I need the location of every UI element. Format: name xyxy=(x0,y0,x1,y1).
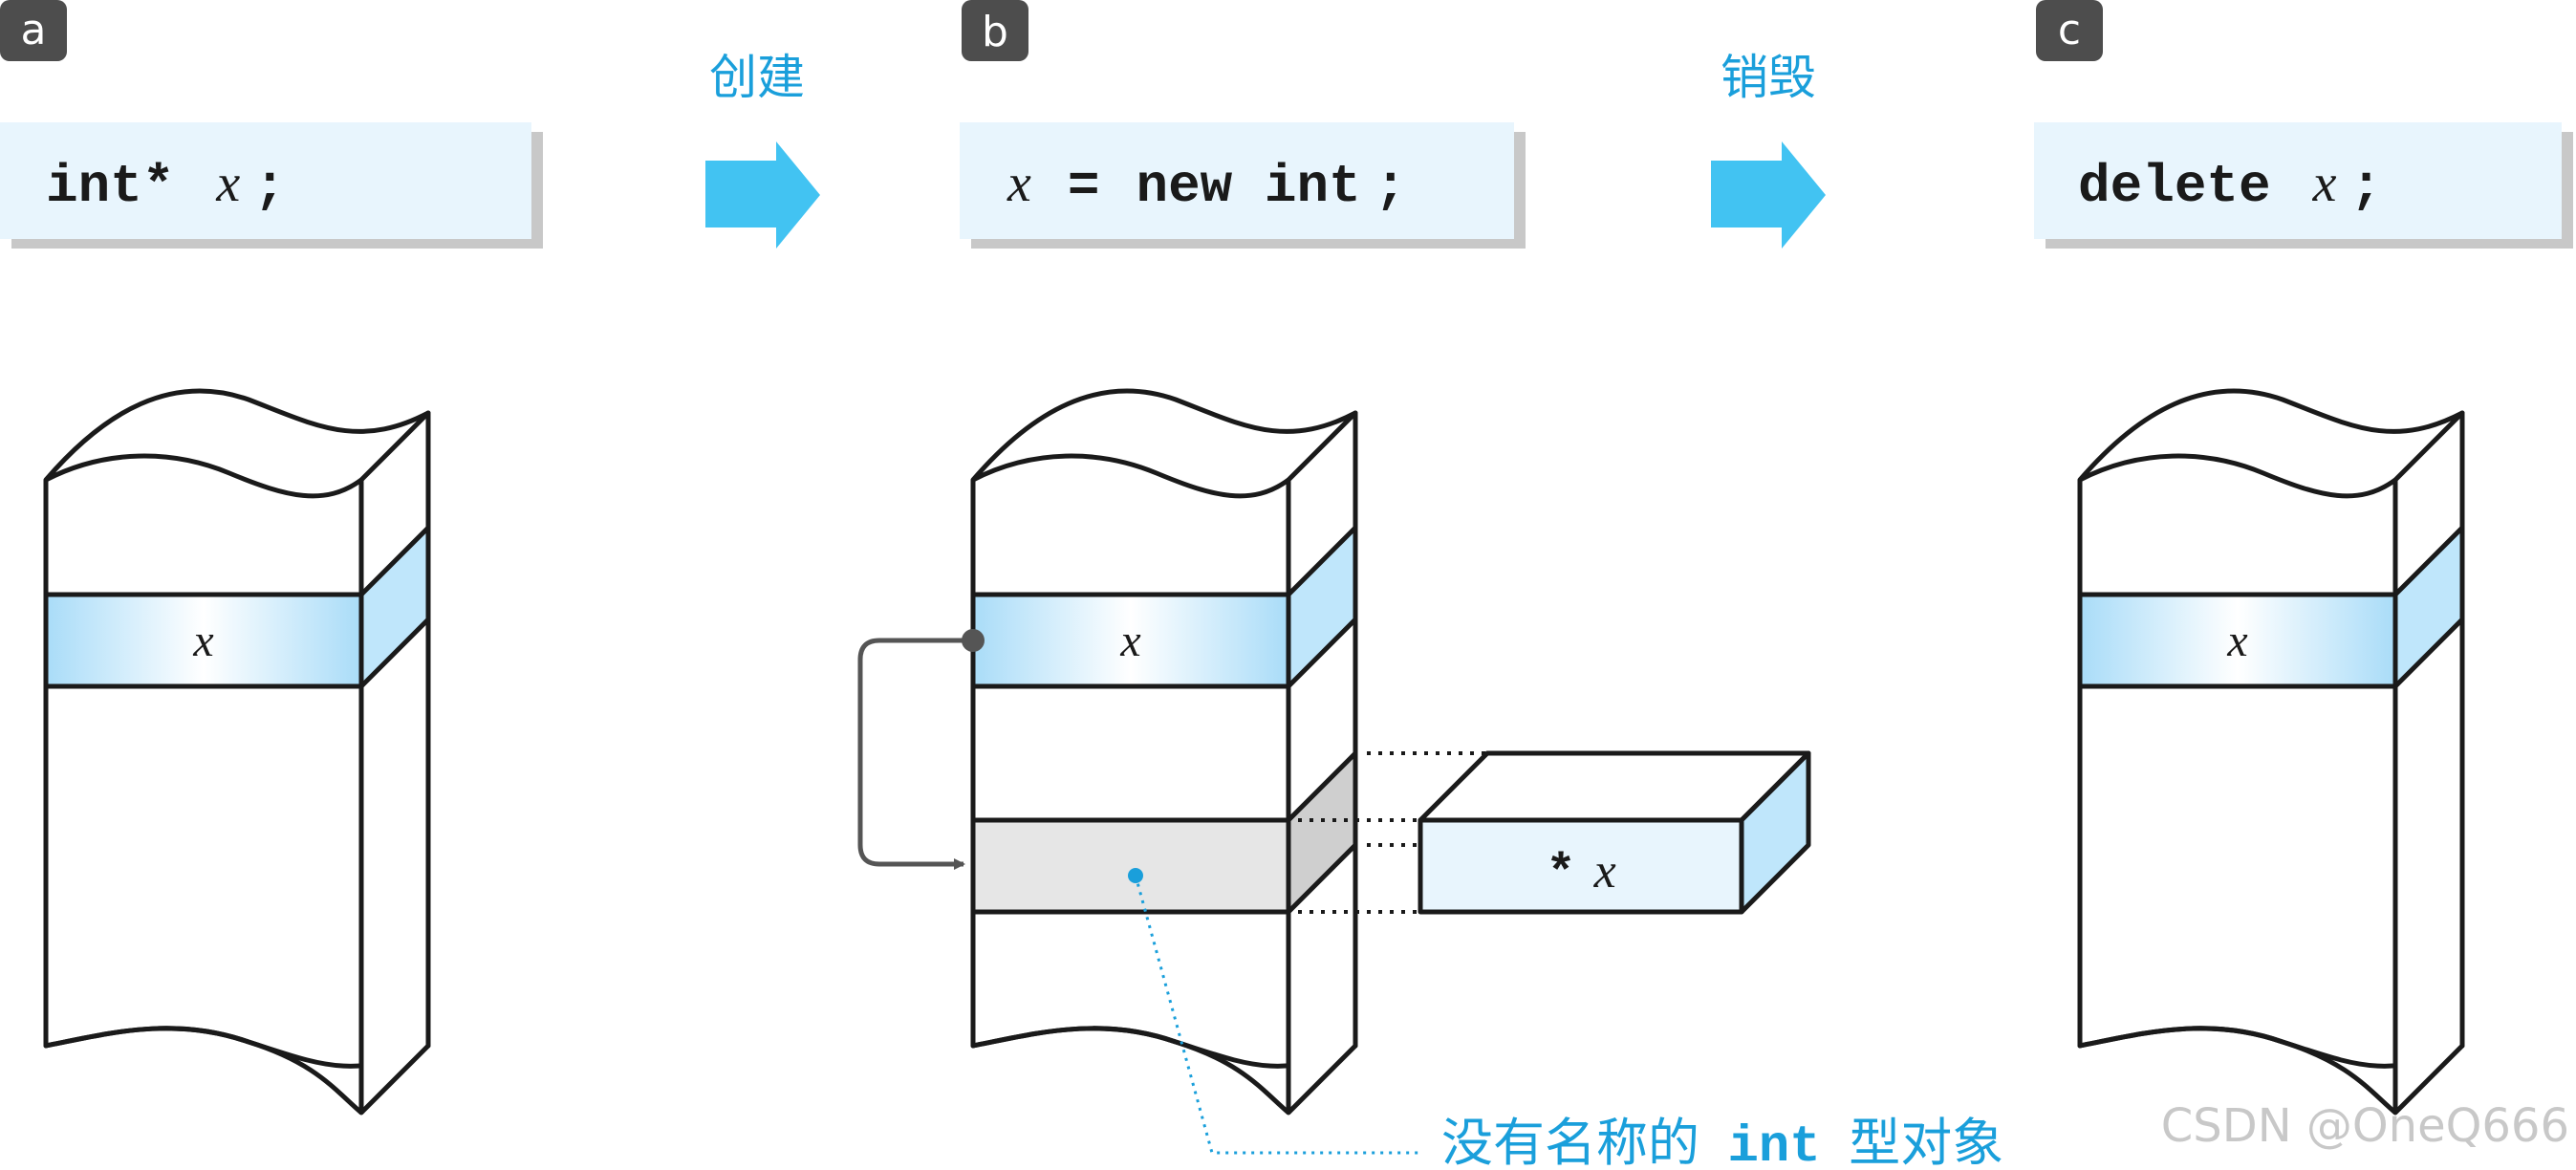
memory-column-a xyxy=(43,388,431,1116)
arrow-right-icon xyxy=(1711,141,1826,249)
cell-label-b: x xyxy=(1119,616,1140,666)
code-keyword-a: int* xyxy=(46,156,174,217)
object-box xyxy=(1418,750,1811,915)
badge-c xyxy=(2036,0,2103,61)
cell-anon-int xyxy=(970,817,1291,915)
memory-column-c xyxy=(2077,388,2465,1116)
badge-b-label: b xyxy=(982,8,1008,56)
panel-c: c delete x ; x xyxy=(2034,0,2573,1116)
dotted-connectors xyxy=(1298,751,1487,914)
code-var-c: x xyxy=(2312,154,2337,213)
annotation-leader xyxy=(1134,875,1420,1155)
code-line-a: int* x ; xyxy=(46,154,286,217)
object-box-label: * x xyxy=(1546,844,1615,902)
code-line-b: x = new int ; xyxy=(1007,154,1406,217)
panel-a: a int* x ; x xyxy=(0,0,543,1116)
badge-c-label: c xyxy=(2058,6,2081,54)
code-end-a: ; xyxy=(253,156,286,217)
pointer-origin-dot xyxy=(962,629,985,652)
code-box-c xyxy=(2034,122,2562,239)
watermark: CSDN @OneQ666 xyxy=(2161,1099,2569,1153)
arrow-destroy: 销毁 xyxy=(1711,50,1826,249)
arrow-create: 创建 xyxy=(705,50,820,249)
cell-x-c xyxy=(2077,592,2398,689)
arrow-right-icon xyxy=(705,141,820,249)
code-end-c: ; xyxy=(2350,156,2383,217)
cell-x-a xyxy=(43,592,364,689)
panel-b: b x = new int ; x xyxy=(857,0,2003,1170)
badge-b xyxy=(962,0,1028,61)
object-deref: * xyxy=(1546,846,1575,902)
code-var-b: x xyxy=(1007,154,1031,213)
cell-label-c: x xyxy=(2226,616,2247,666)
badge-a-label: a xyxy=(21,6,47,54)
code-box-b xyxy=(960,122,1514,239)
arrow-destroy-label: 销毁 xyxy=(1721,50,1816,105)
annotation-suffix: 型对象 xyxy=(1849,1113,2003,1170)
annotation-keyword: int xyxy=(1728,1118,1821,1170)
code-line-c: delete x ; xyxy=(2078,154,2382,217)
code-var-a: x xyxy=(215,154,240,213)
code-end-b: ; xyxy=(1375,156,1407,217)
annotation-prefix: 没有名称的 xyxy=(1441,1113,1699,1170)
cell-x-b xyxy=(970,592,1291,689)
pointer-arrow xyxy=(857,638,973,870)
object-var: x xyxy=(1593,844,1616,899)
arrow-create-label: 创建 xyxy=(709,50,805,105)
badge-a xyxy=(0,0,67,61)
code-keyword-c: delete xyxy=(2078,156,2271,217)
code-box-a xyxy=(0,122,531,239)
cell-label-a: x xyxy=(192,616,213,666)
code-op-b: = xyxy=(1068,156,1100,217)
annotation-text: 没有名称的 int 型对象 xyxy=(1441,1113,2003,1170)
memory-column-b xyxy=(970,388,1358,1116)
code-keyword-b: new int xyxy=(1136,156,1360,217)
